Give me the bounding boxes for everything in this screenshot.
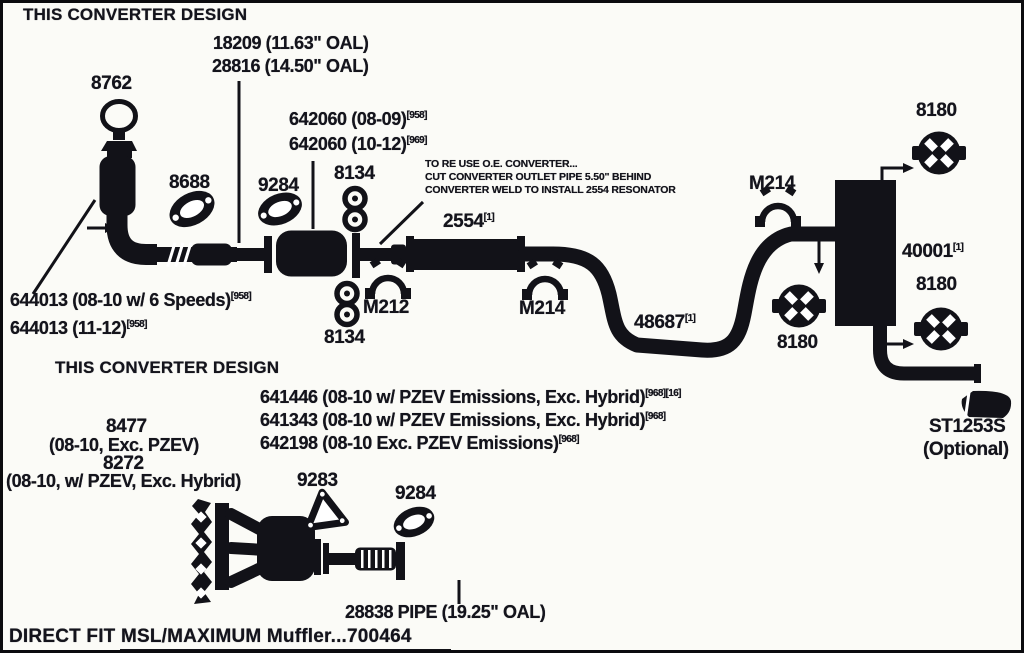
label-m214-mid: M214 <box>519 298 565 319</box>
clamp-8134-bottom-icon <box>337 284 357 325</box>
rear-converter-icon <box>191 499 405 604</box>
diagram-artwork <box>31 81 1012 650</box>
label-28838-pipe: 28838 PIPE (19.25" OAL) <box>345 602 546 622</box>
clamp-8134-top-icon <box>345 189 365 230</box>
label-8134-top: 8134 <box>334 163 375 184</box>
label-641343: 641343 (08-10 w/ PZEV Emissions, Exc. Hy… <box>260 410 666 430</box>
tip-st1253s-icon <box>961 390 1012 418</box>
front-converter-icon <box>99 99 157 265</box>
hanger-8180-top-icon <box>912 131 966 175</box>
footer-underline-bar <box>120 649 451 650</box>
label-8762: 8762 <box>91 73 132 94</box>
resonator-2554-icon <box>406 236 525 272</box>
label-644013-b: 644013 (11-12)[958] <box>10 318 147 338</box>
hanger-8180-left-icon <box>772 284 826 328</box>
gasket-9284-rear-icon <box>389 501 439 543</box>
heading-top: THIS CONVERTER DESIGN <box>23 5 248 24</box>
label-642060-1012: 642060 (10-12)[969] <box>289 134 427 154</box>
overaxle-pipe-48687-icon <box>517 226 844 358</box>
hanger-8180-right-icon <box>914 307 968 351</box>
label-642060-0809: 642060 (08-09)[958] <box>289 109 427 129</box>
note-line-2: CUT CONVERTER OUTLET PIPE 5.50" BEHIND <box>425 171 652 183</box>
reuse-converter-note: TO RE USE O.E. CONVERTER... CUT CONVERTE… <box>425 158 676 197</box>
label-641446: 641446 (08-10 w/ PZEV Emissions, Exc. Hy… <box>260 387 682 407</box>
label-48687: 48687[1] <box>634 312 696 333</box>
label-8272-app: (08-10, w/ PZEV, Exc. Hybrid) <box>6 471 241 491</box>
label-9284-rear: 9284 <box>395 483 436 504</box>
label-28816-oal: 28816 (14.50" OAL) <box>212 56 369 76</box>
label-st1253s: ST1253S <box>929 416 1006 437</box>
footer-text: DIRECT FIT MSL/MAXIMUM Muffler...700464 <box>9 626 412 647</box>
heading-bottom: THIS CONVERTER DESIGN <box>55 358 280 377</box>
label-8180-left: 8180 <box>777 332 818 353</box>
label-m212: M212 <box>363 297 409 318</box>
label-2554: 2554[1] <box>443 211 495 232</box>
label-644013-a: 644013 (08-10 w/ 6 Speeds)[958] <box>10 290 252 310</box>
label-8477-app: (08-10, Exc. PZEV) <box>49 435 199 455</box>
label-642198: 642198 (08-10 Exc. PZEV Emissions)[968] <box>260 433 580 453</box>
label-m214-front: M214 <box>749 173 795 194</box>
label-40001: 40001[1] <box>902 241 964 262</box>
label-8477: 8477 <box>106 416 147 437</box>
tailpipe-icon <box>873 323 981 383</box>
label-8180-top: 8180 <box>916 100 957 121</box>
clamp-m214-mid-icon <box>522 258 568 300</box>
label-8180-mid: 8180 <box>916 274 957 295</box>
label-8688: 8688 <box>169 172 210 193</box>
label-9283: 9283 <box>297 470 338 491</box>
label-st1253s-optional: (Optional) <box>923 439 1009 460</box>
pointer-lines <box>31 81 914 604</box>
label-8272: 8272 <box>103 453 144 474</box>
muffler-40001-icon <box>835 180 896 326</box>
clamp-m212-icon <box>365 257 411 299</box>
label-9284-front: 9284 <box>258 175 299 196</box>
label-8134-bottom: 8134 <box>324 327 365 348</box>
note-line-1: TO RE USE O.E. CONVERTER... <box>425 158 578 170</box>
gasket-9283-icon <box>303 489 345 528</box>
label-18209-oal: 18209 (11.63" OAL) <box>213 33 369 53</box>
intermediate-pipe-icon <box>153 230 406 278</box>
note-line-3: CONVERTER WELD TO INSTALL 2554 RESONATOR <box>425 184 676 196</box>
